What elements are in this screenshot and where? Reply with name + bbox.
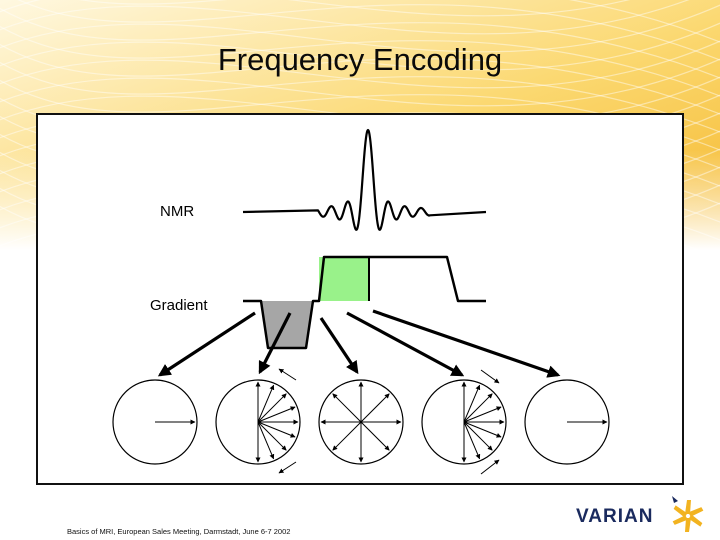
varian-logo-text: VARIAN [576, 506, 654, 527]
rotation-arrow [278, 368, 297, 381]
magnetization-vector [257, 421, 287, 451]
magnetization-vector [257, 393, 287, 423]
magnetization-vector [463, 393, 493, 423]
magnetization-vector [360, 421, 390, 451]
magnetization-vector [257, 406, 296, 423]
magnetization-vector [257, 421, 275, 460]
magnetization-vector [463, 421, 481, 460]
rotation-arrow [278, 461, 297, 474]
magnetization-vector [463, 421, 502, 438]
pointer-arrow [157, 311, 256, 377]
magnetization-vector [332, 393, 362, 423]
magnetization-vector [257, 384, 275, 423]
magnetization-vector [257, 421, 296, 438]
pointer-arrow [258, 312, 292, 375]
nmr-label: NMR [160, 203, 195, 220]
magnetization-vector [463, 406, 502, 423]
pointer-arrow [346, 311, 465, 377]
magnetization-vector [463, 384, 481, 423]
pointer-arrow [319, 317, 359, 375]
spin-state-fanned-right-refocusing [421, 379, 507, 465]
dephase-lobe [261, 301, 313, 348]
magnetization-vector [360, 393, 390, 423]
magnetization-vector [332, 421, 362, 451]
spin-state-fully-dispersed [318, 379, 404, 465]
footer-text: Basics of MRI, European Sales Meeting, D… [67, 527, 291, 536]
pointer-arrow [372, 309, 561, 378]
varian-starburst-icon [672, 496, 704, 532]
readout-lobe [319, 257, 369, 301]
gradient-label: Gradient [150, 297, 208, 314]
rotation-arrow [480, 459, 500, 475]
spin-state-fanned-right [215, 379, 301, 465]
spin-state-in-phase-echo [524, 379, 610, 465]
nmr-echo-signal [242, 128, 487, 231]
spin-state-in-phase [112, 379, 198, 465]
gradient-waveform [243, 255, 486, 350]
slide-title: Frequency Encoding [217, 42, 503, 77]
rotation-arrow [480, 369, 500, 384]
magnetization-vector [463, 421, 493, 451]
